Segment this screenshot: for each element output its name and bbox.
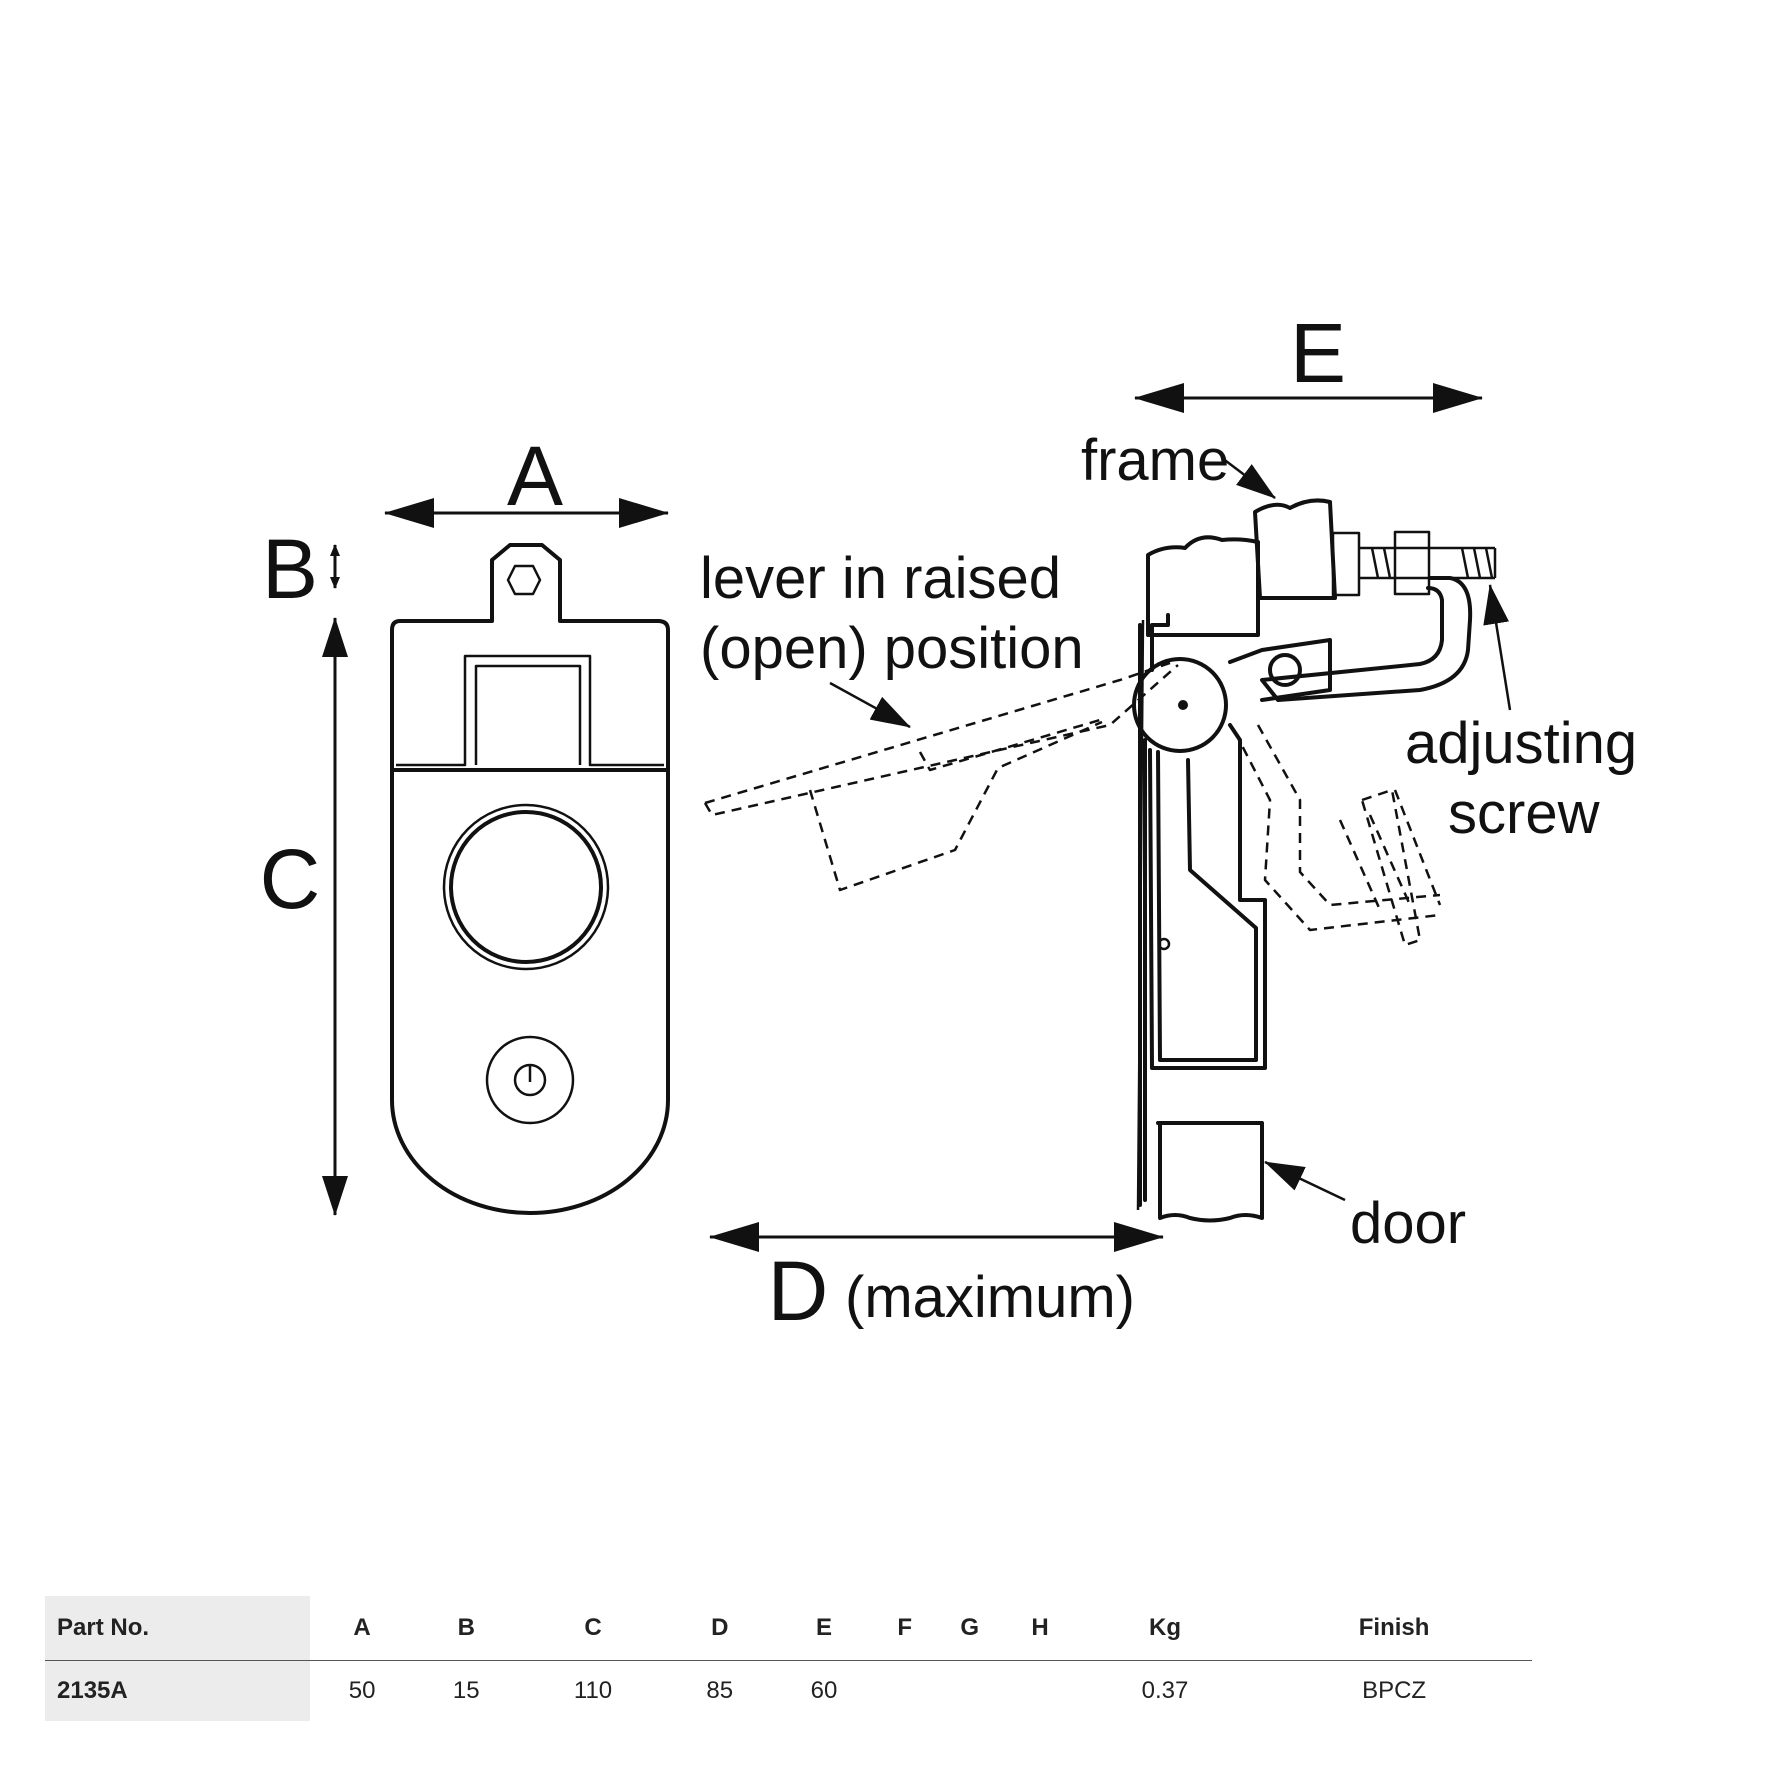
- raised-lever-dashed: [703, 661, 1442, 947]
- dimension-a: A: [384, 429, 669, 528]
- table-row: 2135A 50 15 110 85 60 0.37 BPCZ: [45, 1660, 1532, 1722]
- label-adjusting: adjusting: [1405, 711, 1637, 776]
- cell-c: 110: [573, 1677, 613, 1704]
- header-a: A: [310, 1596, 415, 1661]
- cell-b: 15: [452, 1677, 480, 1704]
- table-header-row: Part No. A B C D E F G H Kg Finish: [45, 1596, 1532, 1661]
- label-frame: frame: [1081, 428, 1229, 493]
- cell-finish: BPCZ: [1362, 1677, 1427, 1704]
- header-part-no: Part No.: [45, 1596, 310, 1661]
- header-f: F: [876, 1596, 934, 1661]
- cell-d: 85: [706, 1677, 734, 1704]
- callout-door: door: [1264, 1160, 1466, 1256]
- label-screw: screw: [1448, 781, 1601, 846]
- cell-a: 50: [348, 1677, 376, 1704]
- label-e: E: [1290, 306, 1346, 400]
- cell-g: [933, 1661, 1006, 1722]
- callout-lever: lever in raised (open) position: [700, 546, 1084, 729]
- label-lever-line2: (open) position: [700, 616, 1084, 681]
- label-c: C: [260, 832, 321, 926]
- spec-table: Part No. A B C D E F G H Kg Finish 2135A…: [45, 1596, 1532, 1721]
- label-d-maximum: (maximum): [845, 1265, 1135, 1330]
- label-d: D: [768, 1244, 829, 1338]
- dimension-e: E: [1134, 306, 1483, 413]
- cell-kg: 0.37: [1141, 1677, 1189, 1704]
- cell-e: 60: [810, 1677, 838, 1704]
- header-h: H: [1006, 1596, 1074, 1661]
- header-b: B: [414, 1596, 519, 1661]
- cell-h: [1006, 1661, 1074, 1722]
- header-finish: Finish: [1256, 1596, 1532, 1661]
- cell-part-no: 2135A: [45, 1660, 310, 1721]
- dimension-b: B: [262, 522, 340, 616]
- side-view: [1132, 498, 1497, 1223]
- front-view: [390, 543, 670, 1215]
- label-b: B: [262, 522, 318, 616]
- header-d: D: [667, 1596, 772, 1661]
- label-lever-line1: lever in raised: [700, 546, 1061, 611]
- header-e: E: [771, 1596, 877, 1661]
- latch-diagram: A B C: [260, 306, 1638, 1338]
- header-kg: Kg: [1073, 1596, 1257, 1661]
- label-a: A: [507, 429, 563, 523]
- dimension-c: C: [260, 617, 348, 1216]
- dimension-d: D (maximum): [709, 1222, 1164, 1338]
- cell-f: [876, 1661, 933, 1722]
- label-door: door: [1350, 1191, 1466, 1256]
- header-g: G: [933, 1596, 1007, 1661]
- callout-adjusting-screw: adjusting screw: [1405, 584, 1637, 846]
- header-c: C: [518, 1596, 668, 1661]
- callout-frame: frame: [1081, 428, 1276, 499]
